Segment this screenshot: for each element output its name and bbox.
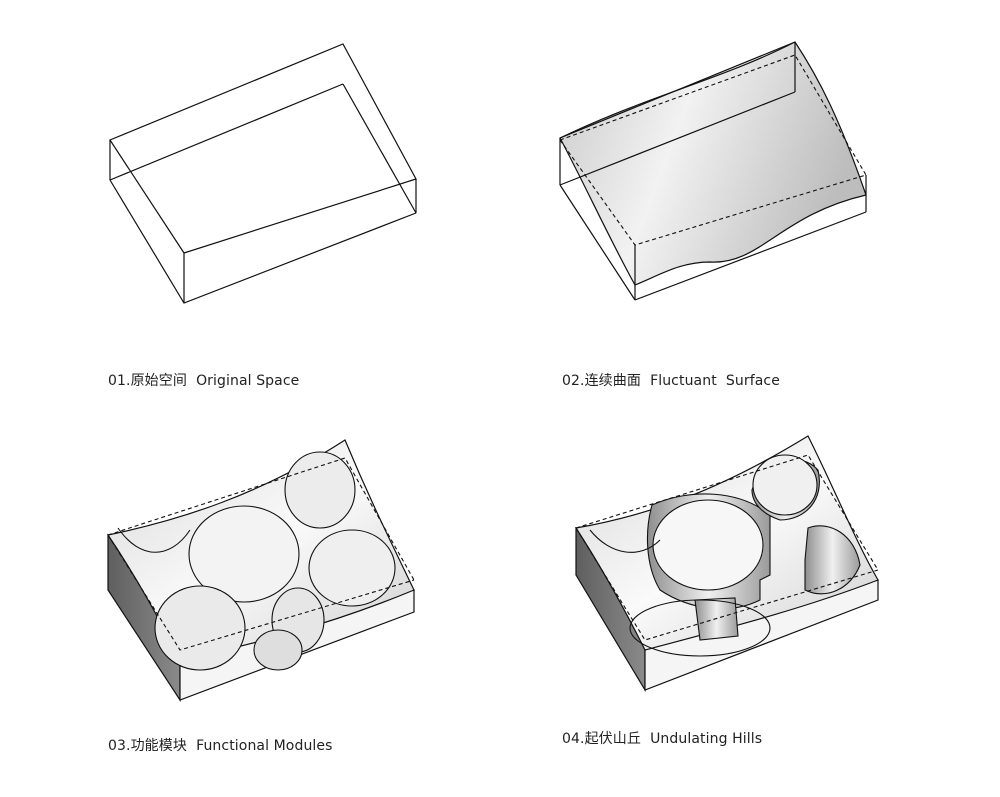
caption-fluctuant-surface: 02.连续曲面 Fluctuant Surface (562, 373, 780, 389)
panel-2-fluctuant-surface (559, 41, 867, 301)
caption-original-space: 01.原始空间 Original Space (108, 373, 300, 389)
caption-undulating-hills: 04.起伏山丘 Undulating Hills (562, 731, 763, 747)
caption-functional-modules: 03.功能模块 Functional Modules (108, 738, 333, 754)
hill-module (804, 525, 861, 595)
module-ellipse (188, 505, 300, 603)
panel-1-original-box (109, 43, 417, 304)
hill-top (752, 454, 818, 516)
module-ellipse (308, 529, 396, 607)
panel-3-functional-modules (107, 439, 415, 703)
module-ellipse (253, 629, 303, 671)
hill-outline (629, 599, 771, 657)
module-ellipse (154, 585, 246, 671)
module-ellipse (284, 451, 356, 529)
hill-top (652, 499, 764, 591)
panel-4-undulating-hills (575, 435, 879, 693)
